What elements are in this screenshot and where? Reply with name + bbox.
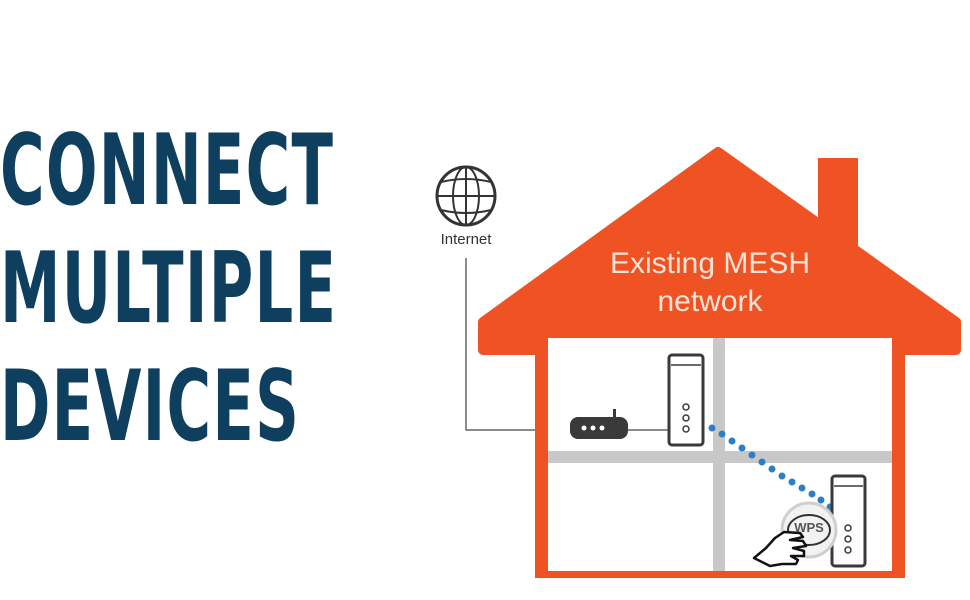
interior-walls — [548, 338, 892, 571]
roof-label-line-2: network — [657, 285, 763, 318]
headline: CONNECT MULTIPLE DEVICES — [0, 112, 470, 466]
internet-label: Internet — [440, 231, 492, 248]
pointing-hand-icon — [752, 530, 808, 568]
roof-label: Existing MESH network — [560, 245, 860, 321]
headline-line-2: MULTIPLE — [0, 232, 338, 346]
mesh-router-new — [830, 474, 867, 568]
modem-device — [570, 409, 668, 439]
headline-line-1: CONNECT — [0, 114, 335, 228]
roof-label-line-1: Existing MESH — [609, 247, 811, 280]
mesh-router-existing — [667, 353, 705, 447]
wps-label: WPS — [794, 520, 824, 535]
headline-line-3: DEVICES — [0, 350, 301, 464]
globe-icon — [435, 165, 497, 227]
